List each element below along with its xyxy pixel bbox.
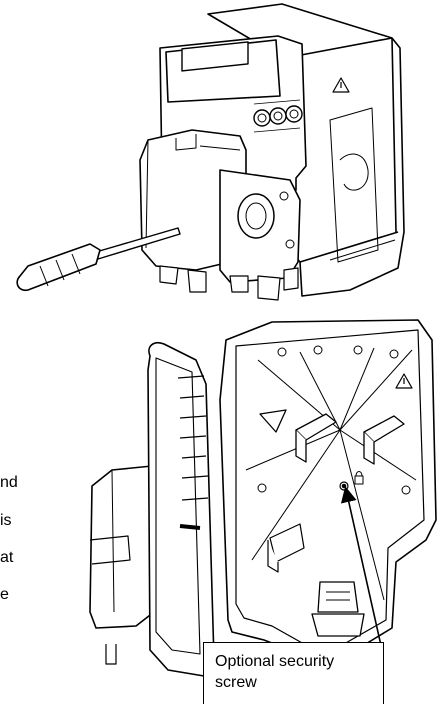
callout-line-1: Optional security xyxy=(215,653,335,670)
security-screw-callout: Optional security screw xyxy=(203,642,384,704)
open-pump-housing-illustration xyxy=(89,319,437,677)
body-text-fragment-1: nd xyxy=(0,474,18,491)
body-text-fragment-4: e xyxy=(0,586,9,603)
motor-body xyxy=(89,465,155,629)
housing-door xyxy=(147,341,215,677)
lock-icon xyxy=(354,475,364,485)
housing-shell xyxy=(219,319,437,657)
pump-with-screwdriver-illustration xyxy=(16,3,405,301)
lcd-display xyxy=(181,41,249,72)
body-text-fragment-3: at xyxy=(0,549,14,566)
callout-arrow xyxy=(340,486,383,651)
body-text-fragment-2: is xyxy=(0,512,12,529)
callout-line-2: screw xyxy=(215,674,257,691)
